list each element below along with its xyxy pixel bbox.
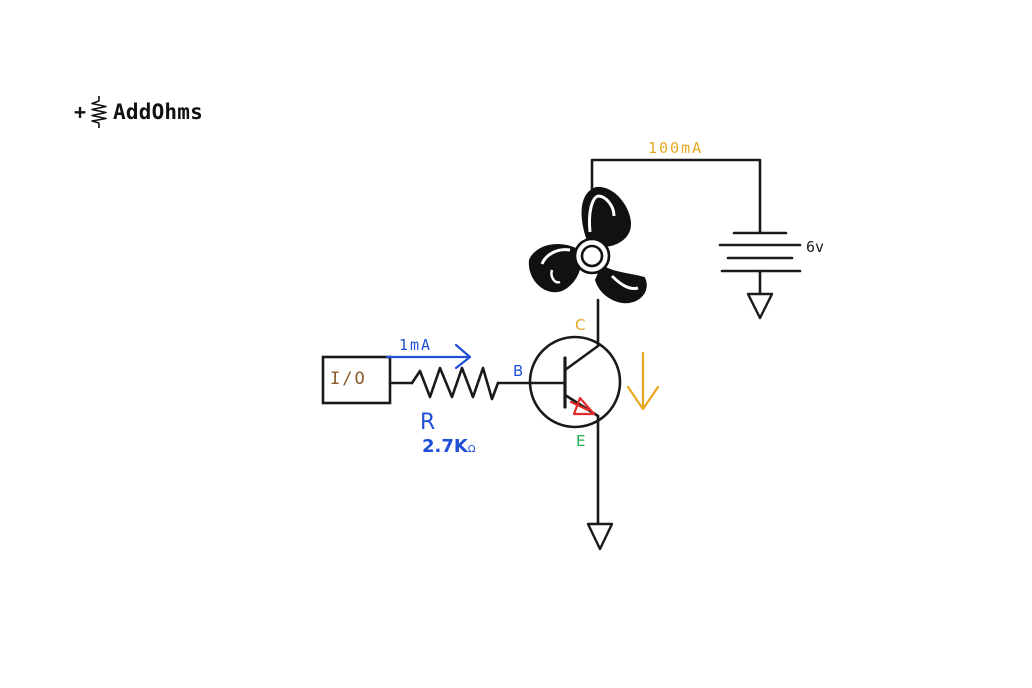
resistor-value-label: 2.7KΩ [422, 436, 476, 457]
supply-wire [590, 158, 762, 234]
resistor-value-text: 2.7K [422, 436, 468, 457]
collector-current-label: 100mA [648, 139, 704, 157]
battery-voltage-label: 6v [806, 238, 825, 256]
logo-text: AddOhms [113, 100, 203, 124]
brand-logo: + AddOhms [74, 96, 203, 128]
base-current-label: 1mA [399, 336, 433, 354]
io-label: I/O [330, 369, 367, 389]
current-down-arrow-icon [626, 351, 660, 411]
collector-label: C [575, 316, 586, 334]
battery-icon [718, 231, 802, 296]
emitter-label: E [576, 432, 586, 450]
ground-icon [746, 292, 774, 320]
logo-plus: + [74, 100, 87, 124]
fan-motor-icon [528, 186, 647, 304]
resistor [410, 366, 500, 401]
base-label: B [513, 362, 524, 380]
io-box [321, 355, 392, 405]
base-current-arrow-icon [385, 343, 472, 370]
resistor-name-label: R [420, 410, 436, 435]
npn-transistor-icon [528, 335, 622, 429]
resistor-unit-text: Ω [467, 444, 476, 455]
resistor-logo-icon [91, 96, 107, 128]
emitter-arrow-icon [569, 396, 596, 416]
ground-icon [586, 522, 614, 551]
